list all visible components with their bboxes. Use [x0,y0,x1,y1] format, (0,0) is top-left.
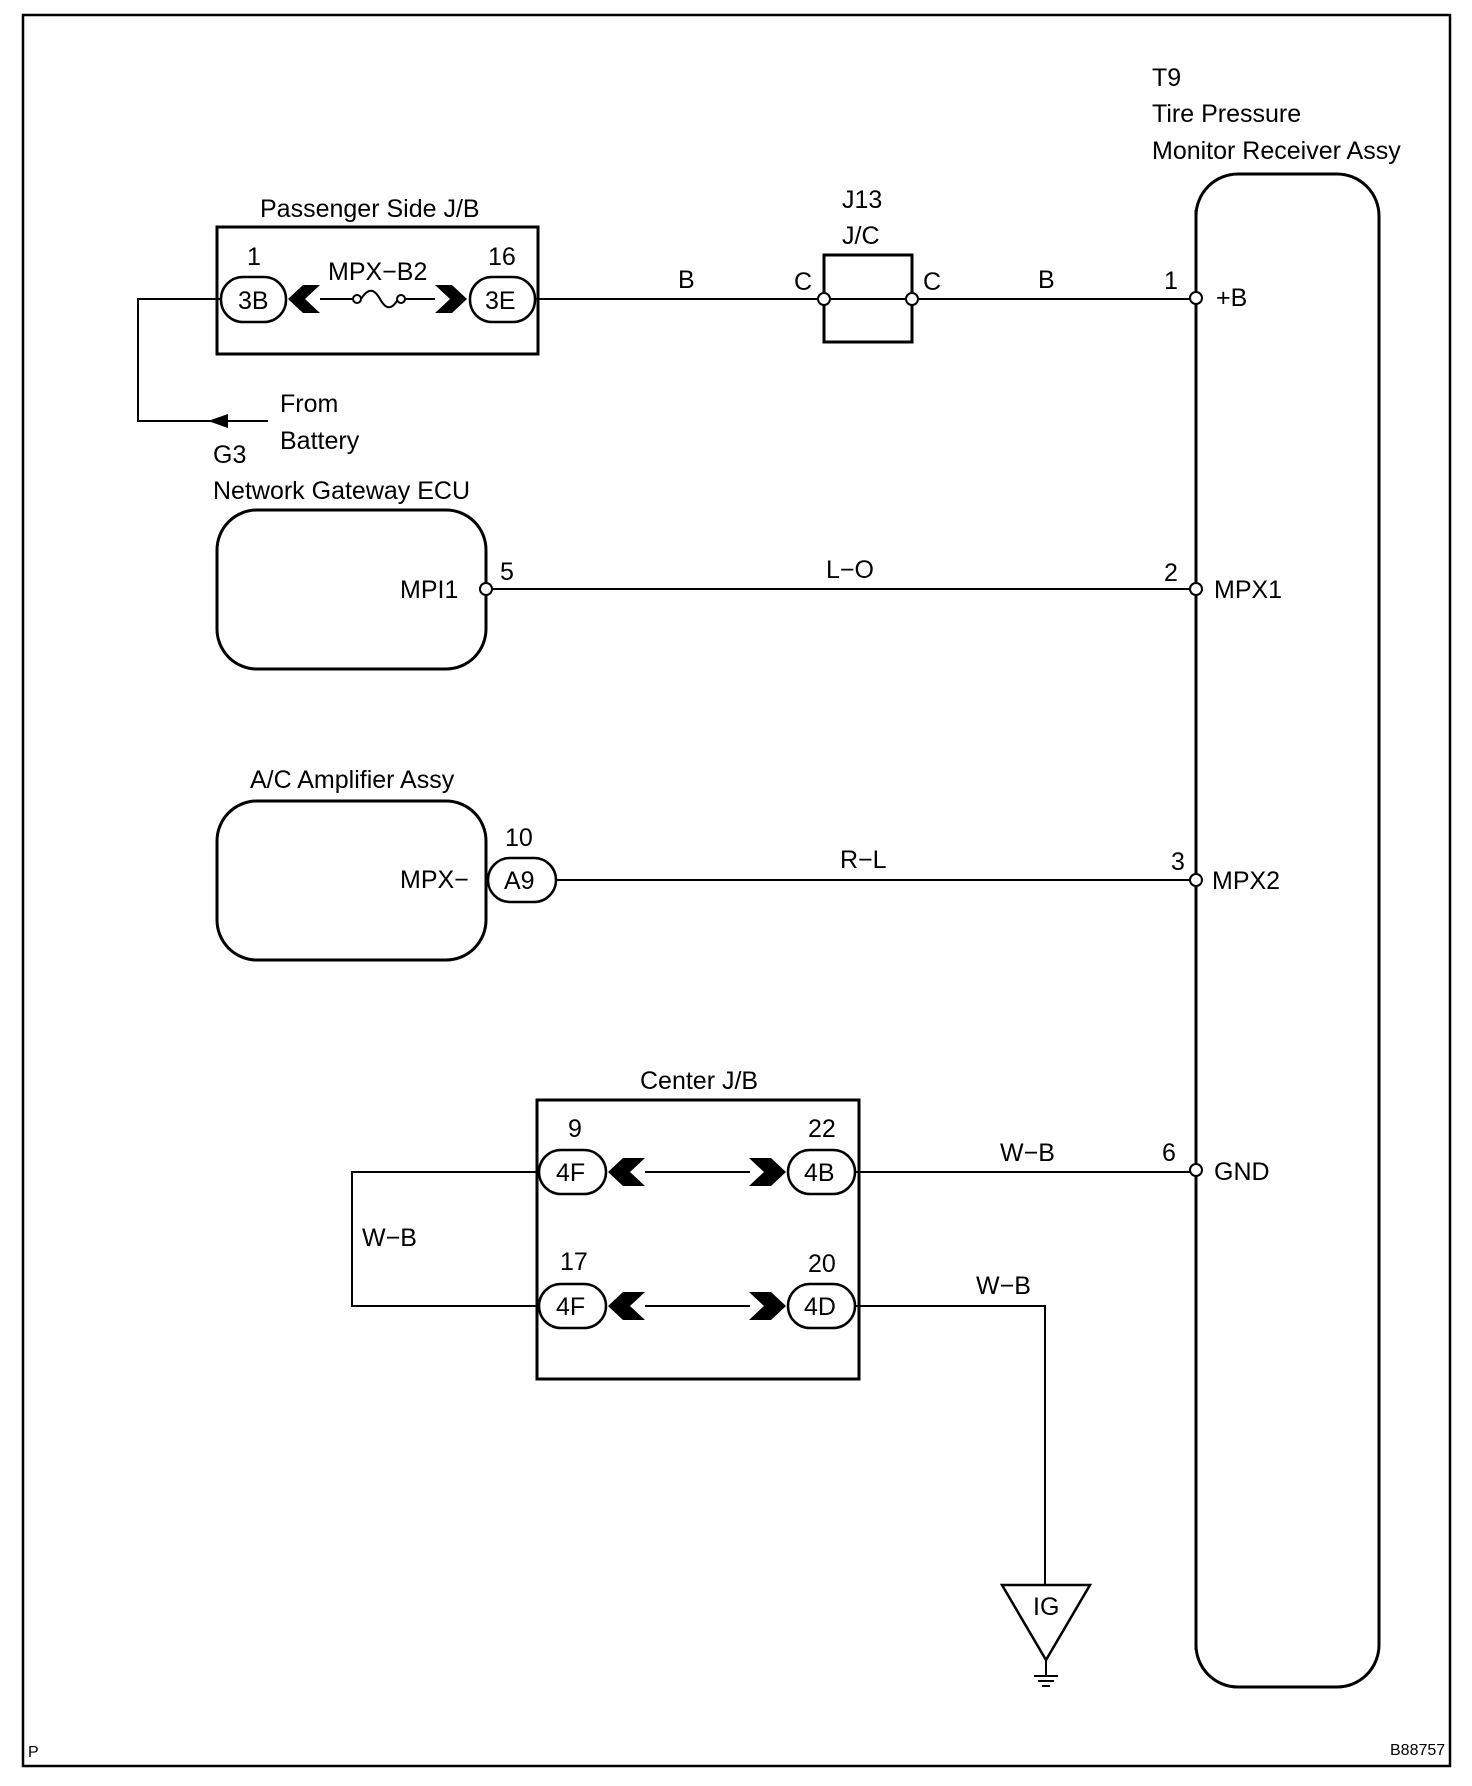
battery-line1: From [280,390,338,418]
chevron-left-icon [608,1158,645,1186]
wire-w-b-loop [351,1171,539,1307]
wire-w-b-loop-label: W−B [362,1224,417,1252]
center-jb-row1-right-pin: 22 [808,1115,836,1143]
center-jb-row2-right-pin: 20 [808,1250,836,1278]
receiver-pin-6-num: 6 [1162,1139,1176,1167]
jc-code: J13 [842,186,882,214]
receiver-name-line2: Monitor Receiver Assy [1152,137,1401,165]
jc-name: J/C [842,222,880,250]
passenger-jb-title: Passenger Side J/B [260,195,480,223]
gateway-pin-num: 5 [500,558,514,586]
wire-w-b-ground [855,1305,1046,1585]
receiver-pin-6 [1189,1163,1203,1177]
chevron-right-icon [749,1292,786,1320]
connector-4d-label: 4D [804,1293,836,1321]
center-jb-row1-left-pin: 9 [568,1115,582,1143]
wire-b-right-label: B [1038,266,1055,294]
gateway-terminal: MPI1 [400,576,458,604]
center-jb: Center J/B 9 4F 22 4B 17 4F 20 4D [535,1067,861,1381]
receiver-assy: T9 Tire Pressure Monitor Receiver Assy 1… [1152,64,1401,1689]
center-jb-row2-left-pin: 17 [560,1248,588,1276]
connector-3e-label: 3E [485,287,516,315]
battery-feed: From Battery [137,298,360,455]
ground-triangle [999,1583,1093,1663]
wire-w-b-ground-label: W−B [976,1272,1031,1300]
jc-pin-right-label: C [923,268,941,296]
ac-amp-box [215,799,488,962]
arrow-left-icon [208,414,228,428]
page-frame [21,13,1452,1768]
connector-a9-label: A9 [504,867,535,895]
receiver-code: T9 [1152,64,1181,92]
receiver-pin-6-name: GND [1214,1158,1270,1186]
gateway-ecu: G3 Network Gateway ECU MPI1 5 [213,441,514,671]
connector-4f-2-label: 4F [556,1293,585,1321]
ac-amp-terminal: MPX− [400,866,469,894]
passenger-jb-left-pin: 1 [247,243,261,271]
gateway-pin-5 [479,582,493,596]
receiver-pin-3-name: MPX2 [1212,867,1280,895]
battery-line2: Battery [280,427,360,455]
receiver-pin-2-name: MPX1 [1214,576,1282,604]
chevron-right-icon [749,1158,786,1186]
center-jb-title: Center J/B [640,1067,758,1095]
wire-l-o-label: L−O [826,556,874,584]
chevron-left-icon [288,285,320,313]
gateway-code: G3 [213,441,246,469]
receiver-pin-3-num: 3 [1171,848,1185,876]
diagram-id: B88757 [1390,1742,1445,1759]
wire-w-b-gnd-label: W−B [1000,1139,1055,1167]
chevron-left-icon [608,1292,645,1320]
gateway-name: Network Gateway ECU [213,477,470,505]
connector-4f-1-label: 4F [556,1159,585,1187]
ground-icon [1034,1660,1058,1687]
passenger-jb-right-pin: 16 [488,243,516,271]
receiver-pin-1-name: +B [1216,284,1247,312]
receiver-pin-2 [1189,582,1203,596]
ac-amp-name: A/C Amplifier Assy [250,766,455,794]
junction-connector: J13 J/C C C [794,186,941,344]
receiver-pin-2-num: 2 [1164,559,1178,587]
chevron-right-icon [435,285,467,313]
ground-ig: IG [999,1583,1093,1687]
ac-amplifier: A/C Amplifier Assy MPX− 10 A9 [215,766,558,962]
fuse-label: MPX−B2 [328,258,427,286]
receiver-name-line1: Tire Pressure [1152,100,1301,128]
receiver-pin-1-num: 1 [1164,267,1178,295]
jc-pin-left-label: C [794,268,812,296]
receiver-pin-3 [1189,873,1203,887]
ground-label: IG [1033,1593,1059,1621]
receiver-body [1194,172,1381,1689]
jc-pin-left [817,292,831,306]
corner-mark: P [28,1744,39,1761]
connector-4b-label: 4B [804,1159,835,1187]
wire-r-l-label: R−L [840,846,887,874]
ac-amp-pin-num: 10 [505,824,533,852]
fuse-icon [352,289,406,309]
connector-3b-label: 3B [238,287,269,315]
receiver-pin-1 [1189,291,1203,305]
passenger-jb: Passenger Side J/B 1 3B 16 3E MPX−B2 [215,195,540,356]
center-jb-box [535,1098,861,1381]
wire-b-left-label: B [678,266,695,294]
jc-pin-right [905,292,919,306]
